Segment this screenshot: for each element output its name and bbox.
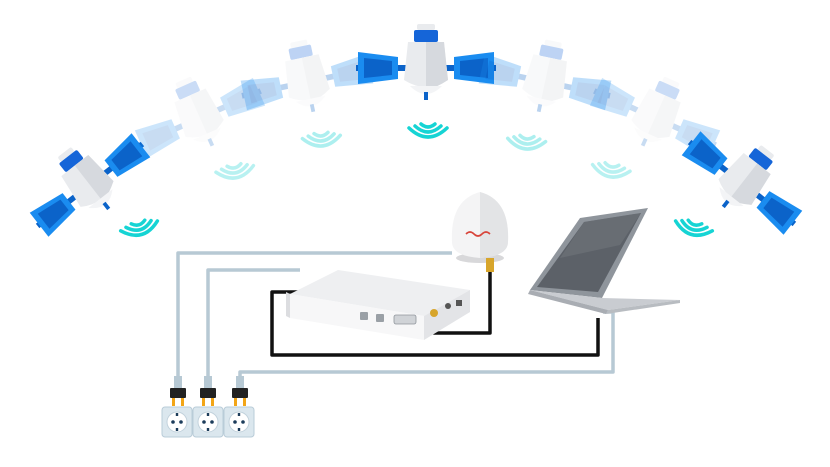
signal-waves-icon	[505, 132, 548, 153]
power-outlet-icon	[223, 406, 255, 438]
power-plug-icon	[232, 376, 248, 406]
signal-waves-icon	[589, 158, 633, 182]
satellite-icon	[233, 27, 379, 126]
signal-waves-icon	[407, 122, 449, 139]
satellite-icon	[473, 27, 619, 126]
signal-waves-icon	[300, 129, 343, 150]
signal-waves-icon	[117, 215, 162, 242]
signal-waves-icon	[213, 159, 257, 183]
receiver-box-icon	[286, 270, 470, 340]
data-cable-receiver-laptop	[270, 290, 600, 357]
power-outlet-icon	[161, 406, 193, 438]
power-plug-icon	[200, 376, 216, 406]
antenna-dome-icon	[451, 192, 509, 272]
laptop-icon	[528, 208, 680, 314]
power-cable-antenna	[176, 251, 452, 388]
power-cable-receiver	[206, 268, 300, 388]
signal-waves-icon	[671, 215, 716, 242]
power-plug-icon	[170, 376, 186, 406]
satellite-icon	[356, 24, 496, 100]
power-outlet-icon	[192, 406, 224, 438]
satellite-arc	[11, 24, 821, 250]
